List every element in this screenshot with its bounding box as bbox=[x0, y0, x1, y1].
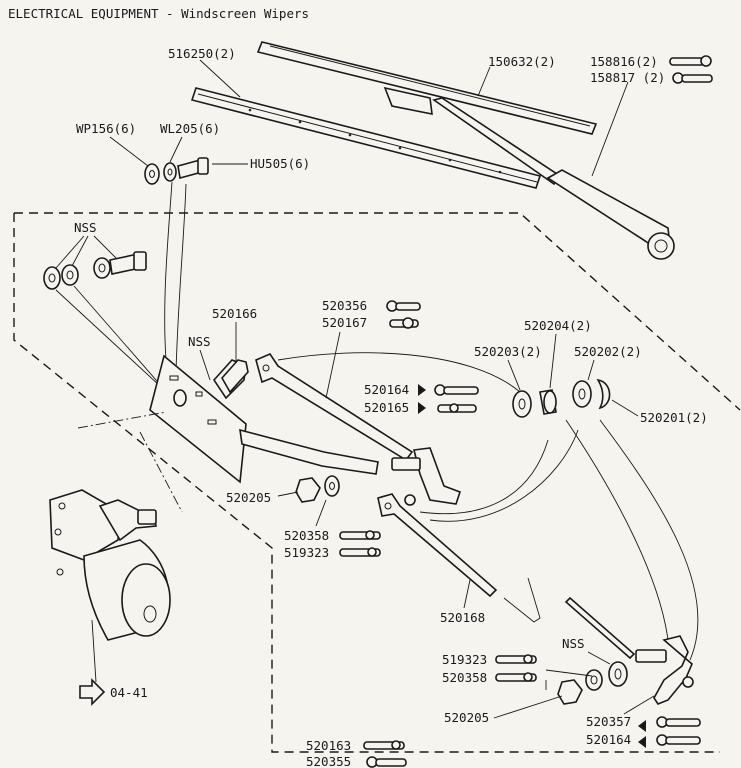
bolt-icon-519323-right bbox=[495, 654, 537, 664]
label-158816: 158816(2) bbox=[590, 54, 658, 69]
nut-left-part bbox=[295, 475, 340, 503]
label-wl205: WL205(6) bbox=[160, 121, 220, 136]
rod-right-part bbox=[564, 596, 636, 660]
label-nss-right: NSS bbox=[562, 636, 585, 651]
label-520164-left: 520164 bbox=[364, 382, 409, 397]
label-520163: 520163 bbox=[306, 738, 351, 753]
label-520203: 520203(2) bbox=[474, 344, 542, 359]
label-158817: 158817 (2) bbox=[590, 70, 665, 85]
label-519323-right: 519323 bbox=[442, 652, 487, 667]
wheelbox-left-part bbox=[391, 447, 462, 506]
label-520202: 520202(2) bbox=[574, 344, 642, 359]
label-520167: 520167 bbox=[322, 315, 367, 330]
motor-centerline bbox=[77, 411, 183, 513]
bolt-icon-519323-left bbox=[339, 547, 381, 557]
label-hu505: HU505(6) bbox=[250, 156, 310, 171]
blade-rubber-part bbox=[190, 87, 542, 189]
label-520166: 520166 bbox=[212, 306, 257, 321]
label-nss-top: NSS bbox=[74, 220, 97, 235]
label-520165-left: 520165 bbox=[364, 400, 409, 415]
spring-washer-part bbox=[572, 378, 611, 410]
washer-screw-set bbox=[144, 157, 209, 185]
label-520201: 520201(2) bbox=[640, 410, 708, 425]
bolt-icon-520163 bbox=[363, 740, 405, 750]
arrow-icon-motor-ref bbox=[79, 678, 106, 706]
bolt-icon-520358-left bbox=[339, 530, 381, 540]
bolt-icon-520165-left bbox=[437, 403, 477, 413]
bolt-icon-520164-right bbox=[656, 734, 701, 746]
label-520204: 520204(2) bbox=[524, 318, 592, 333]
label-nss-plate: NSS bbox=[188, 334, 211, 349]
nss-right-washers bbox=[585, 661, 628, 691]
bracket-part bbox=[221, 359, 249, 394]
label-516250: 516250(2) bbox=[168, 46, 236, 61]
spacer-part bbox=[512, 389, 557, 418]
page-title: ELECTRICAL EQUIPMENT - Windscreen Wipers bbox=[8, 6, 309, 21]
label-wp156: WP156(6) bbox=[76, 121, 136, 136]
label-520355: 520355 bbox=[306, 754, 351, 768]
wiper-arm-part bbox=[432, 97, 675, 260]
wiper-motor-part bbox=[49, 489, 171, 641]
bolt-icon-520164-left bbox=[434, 384, 479, 396]
wheelbox-right-part bbox=[635, 635, 694, 705]
bolt-icon-520356 bbox=[386, 300, 421, 312]
label-150632: 150632(2) bbox=[488, 54, 556, 69]
bolt-icon-158816 bbox=[669, 55, 712, 67]
drive-rod-part bbox=[255, 353, 414, 462]
label-520358-right: 520358 bbox=[442, 670, 487, 685]
label-520168: 520168 bbox=[440, 610, 485, 625]
bolt-icon-158817 bbox=[672, 72, 713, 84]
label-520164-right: 520164 bbox=[586, 732, 631, 747]
arrow-icon-520357 bbox=[638, 720, 646, 732]
cross-rod-part bbox=[377, 493, 498, 598]
arrow-icon-520164-right bbox=[638, 736, 646, 748]
assembly-boundary bbox=[13, 212, 741, 753]
label-519323-left: 519323 bbox=[284, 545, 329, 560]
arrow-icon-520165 bbox=[418, 402, 426, 414]
nss-washer-set bbox=[43, 251, 147, 290]
label-520358-left: 520358 bbox=[284, 528, 329, 543]
label-520356: 520356 bbox=[322, 298, 367, 313]
bolt-icon-520355 bbox=[366, 756, 407, 768]
label-520205-left: 520205 bbox=[226, 490, 271, 505]
bolt-icon-520357 bbox=[656, 716, 701, 728]
nut-right-part bbox=[557, 679, 583, 705]
label-520357: 520357 bbox=[586, 714, 631, 729]
label-520205-right: 520205 bbox=[444, 710, 489, 725]
bolt-icon-520167 bbox=[389, 317, 419, 329]
bolt-icon-520358-right bbox=[495, 672, 537, 682]
arrow-icon-520164 bbox=[418, 384, 426, 396]
wiper-blade-part bbox=[256, 41, 598, 135]
linkage-arm-part bbox=[239, 428, 379, 475]
label-motor-ref: 04-41 bbox=[110, 685, 148, 700]
